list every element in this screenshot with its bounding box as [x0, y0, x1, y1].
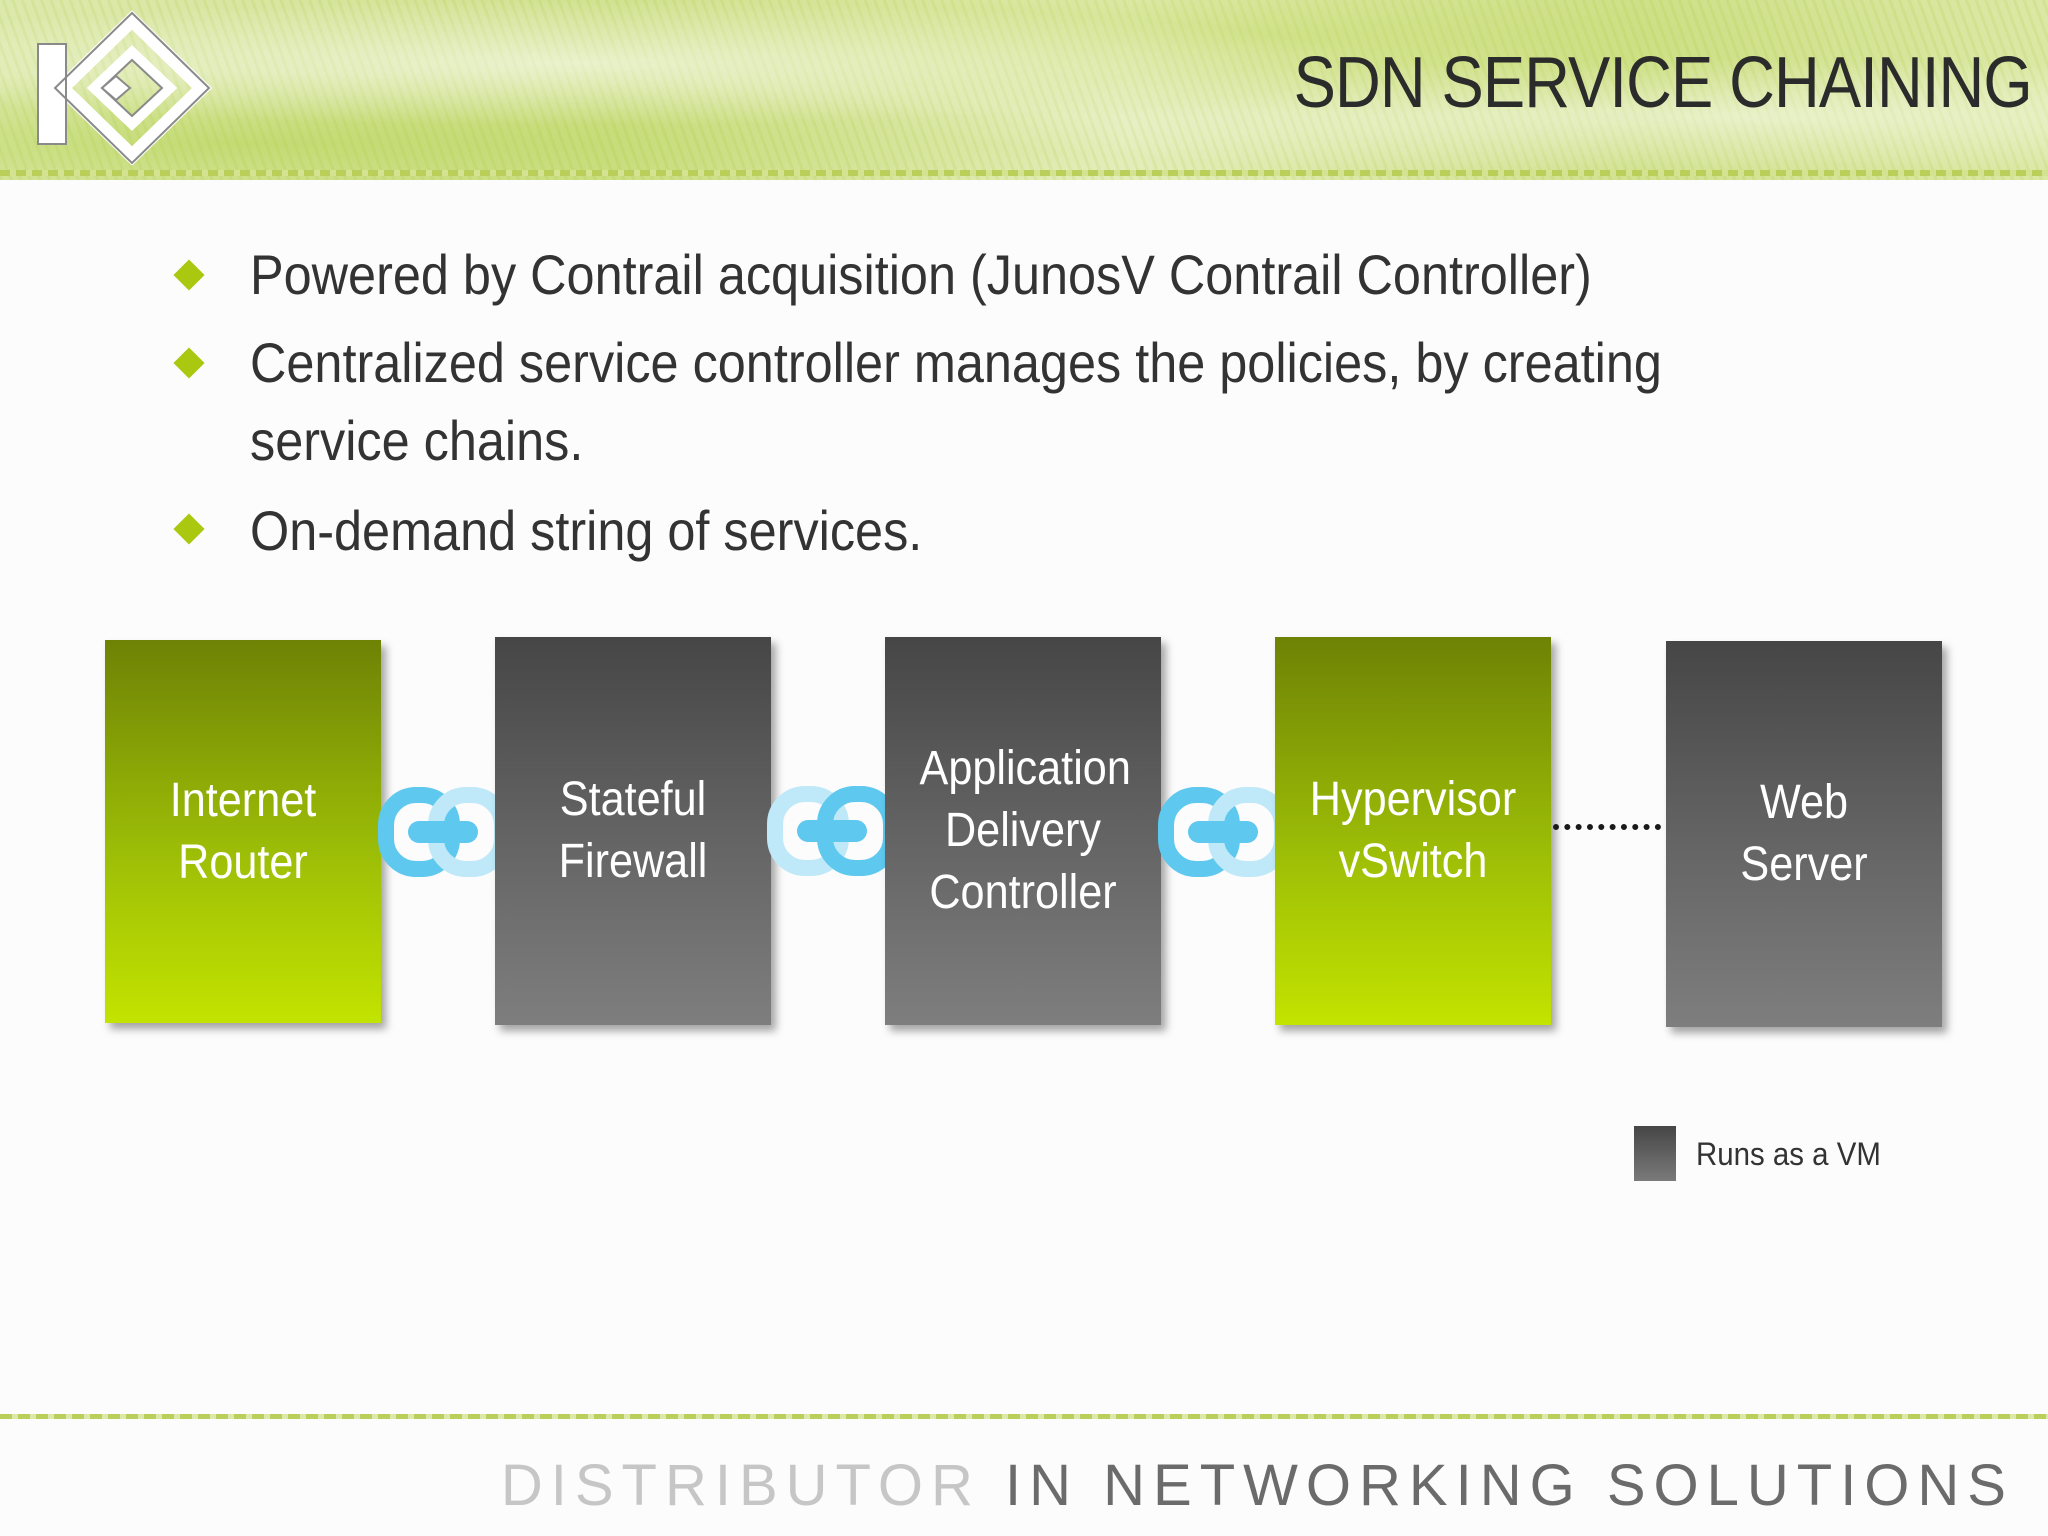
node-label: Hypervisor vSwitch [1309, 773, 1517, 888]
header-divider [0, 170, 2048, 176]
bullet-item: On-demand string of services. [250, 499, 923, 562]
chain-link-icon [378, 787, 508, 877]
footer-word-distributor: DISTRIBUTOR [500, 1453, 981, 1518]
header-banner [0, 0, 2048, 180]
footer-tagline: DISTRIBUTOR IN NETWORKING SOLUTIONS [501, 1452, 2014, 1519]
bullet-item: Powered by Contrail acquisition (JunosV … [250, 243, 1592, 306]
page-title: SDN SERVICE CHAINING [1293, 43, 2033, 123]
node-label: Internet Router [169, 773, 317, 889]
node-label: Stateful Firewall [558, 773, 708, 888]
node-internet-router: Internet Router [105, 640, 381, 1023]
footer-divider [0, 1414, 2048, 1419]
node-hypervisor-vswitch: Hypervisor vSwitch [1275, 637, 1551, 1025]
diamond-bullet-icon [173, 513, 205, 545]
chain-link-icon [767, 786, 897, 876]
node-web-server: Web Server [1666, 641, 1942, 1027]
bullet-item: Centralized service controller manages t… [250, 331, 1662, 472]
diamond-bullet-icon [173, 259, 205, 291]
legend-swatch [1634, 1126, 1676, 1181]
chain-link-icon [1158, 787, 1288, 877]
diamond-bullet-icon [173, 347, 205, 379]
kg-diamond-logo-icon [37, 10, 213, 165]
node-label: Application Delivery Controller [919, 742, 1131, 919]
footer-word-rest: IN NETWORKING SOLUTIONS [980, 1453, 2014, 1518]
node-label: Web Server [1740, 776, 1868, 891]
legend-label: Runs as a VM [1696, 1136, 1881, 1172]
node-application-delivery-controller: Application Delivery Controller [885, 637, 1161, 1025]
dotted-connector [1553, 824, 1661, 830]
node-stateful-firewall: Stateful Firewall [495, 637, 771, 1025]
